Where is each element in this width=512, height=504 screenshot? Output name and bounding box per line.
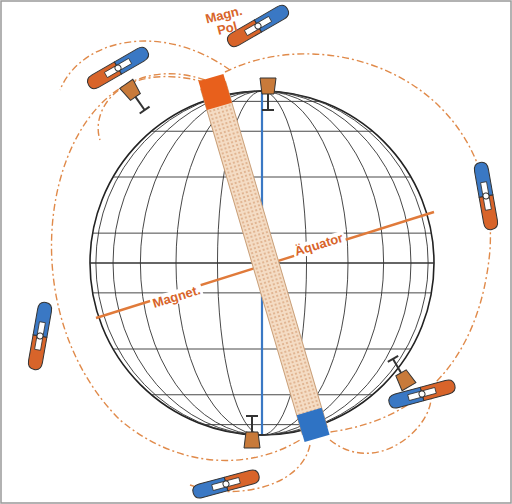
figure-frame: Magn. PolMagnet.Äquator xyxy=(0,0,512,504)
globe-illustration xyxy=(0,0,512,504)
